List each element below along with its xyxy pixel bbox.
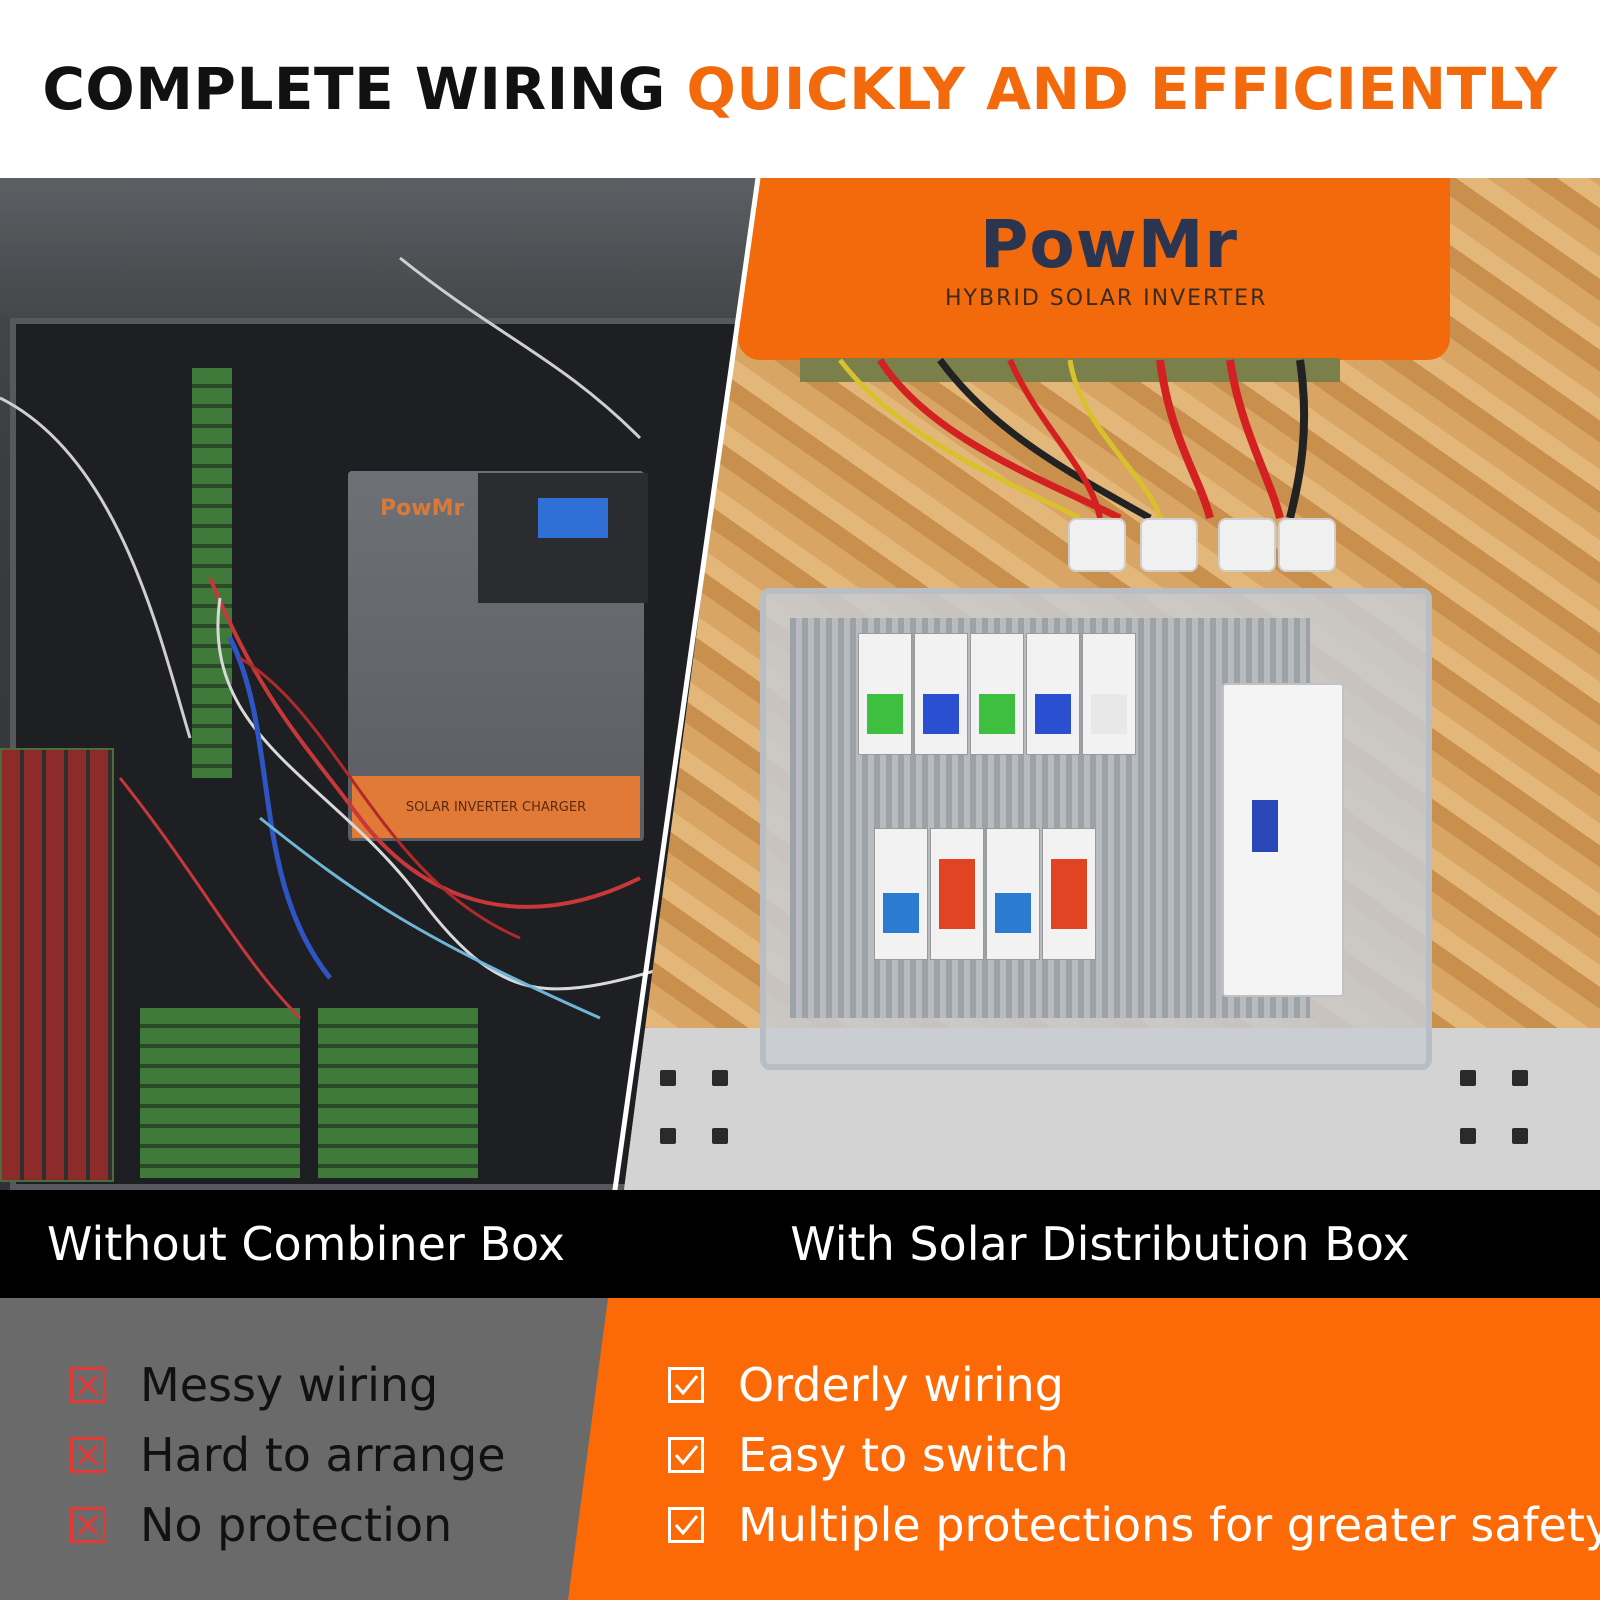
list-item-label: No protection: [140, 1498, 453, 1552]
battery-module: [140, 1008, 300, 1178]
list-item-label: Multiple protections for greater safety!: [738, 1498, 1600, 1552]
title-part-1: COMPLETE WIRING: [42, 55, 687, 123]
ac-breaker: [874, 828, 928, 960]
peg-hole: [712, 1128, 728, 1144]
surge-protector: [1042, 828, 1096, 960]
x-box-icon: [70, 1437, 106, 1473]
peg-hole: [1460, 1128, 1476, 1144]
dc-breaker: [914, 633, 968, 755]
header: COMPLETE WIRING QUICKLY AND EFFICIENTLY: [0, 0, 1600, 178]
page-title: COMPLETE WIRING QUICKLY AND EFFICIENTLY: [42, 55, 1557, 123]
cable-gland: [1140, 518, 1198, 572]
title-part-2-accent: QUICKLY AND EFFICIENTLY: [686, 55, 1558, 123]
battery-module: [318, 1008, 478, 1178]
pros-panel: [568, 1298, 1600, 1600]
spd-module: [1082, 633, 1136, 755]
cons-list: Messy wiring Hard to arrange No protecti…: [70, 1350, 506, 1560]
surge-protector: [930, 828, 984, 960]
list-item: Multiple protections for greater safety!: [668, 1490, 1600, 1560]
dc-breaker: [858, 633, 912, 755]
inverter-right: [738, 178, 1450, 360]
busbar-board: [192, 368, 232, 778]
check-box-icon: [668, 1507, 704, 1543]
peg-hole: [660, 1070, 676, 1086]
photo-with-solar-distribution-box: PowMr HYBRID SOLAR INVERTER: [624, 178, 1600, 1190]
cable-gland: [1278, 518, 1336, 572]
battery-pack: [0, 748, 114, 1182]
list-item-label: Messy wiring: [140, 1358, 439, 1412]
inverter-logo-left: PowMr: [380, 496, 465, 521]
list-item-label: Orderly wiring: [738, 1358, 1064, 1412]
list-item: Hard to arrange: [70, 1420, 506, 1490]
x-box-icon: [70, 1507, 106, 1543]
check-box-icon: [668, 1437, 704, 1473]
list-item: Easy to switch: [668, 1420, 1600, 1490]
dc-breaker: [1026, 633, 1080, 755]
main-breaker: [1222, 683, 1344, 997]
peg-hole: [1460, 1070, 1476, 1086]
ac-breaker: [986, 828, 1040, 960]
peg-hole: [712, 1070, 728, 1086]
peg-hole: [660, 1128, 676, 1144]
caption-with-distribution-box: With Solar Distribution Box: [790, 1217, 1410, 1271]
peg-hole: [1512, 1070, 1528, 1086]
peg-hole: [1512, 1128, 1528, 1144]
list-item: Orderly wiring: [668, 1350, 1600, 1420]
cable-gland: [1068, 518, 1126, 572]
x-box-icon: [70, 1367, 106, 1403]
list-item-label: Hard to arrange: [140, 1428, 506, 1482]
cons-panel: [0, 1298, 610, 1600]
inverter-logo-right: PowMr: [980, 206, 1238, 283]
pros-list: Orderly wiring Easy to switch Multiple p…: [668, 1350, 1600, 1560]
inverter-subtitle: HYBRID SOLAR INVERTER: [945, 286, 1268, 311]
cable-gland: [1218, 518, 1276, 572]
breaker-handle: [1252, 800, 1278, 852]
list-item-label: Easy to switch: [738, 1428, 1069, 1482]
list-item: No protection: [70, 1490, 506, 1560]
list-item: Messy wiring: [70, 1350, 506, 1420]
check-box-icon: [668, 1367, 704, 1403]
caption-bar: [0, 1190, 1600, 1298]
caption-without-combiner-box: Without Combiner Box: [47, 1217, 565, 1271]
dc-breaker: [970, 633, 1024, 755]
